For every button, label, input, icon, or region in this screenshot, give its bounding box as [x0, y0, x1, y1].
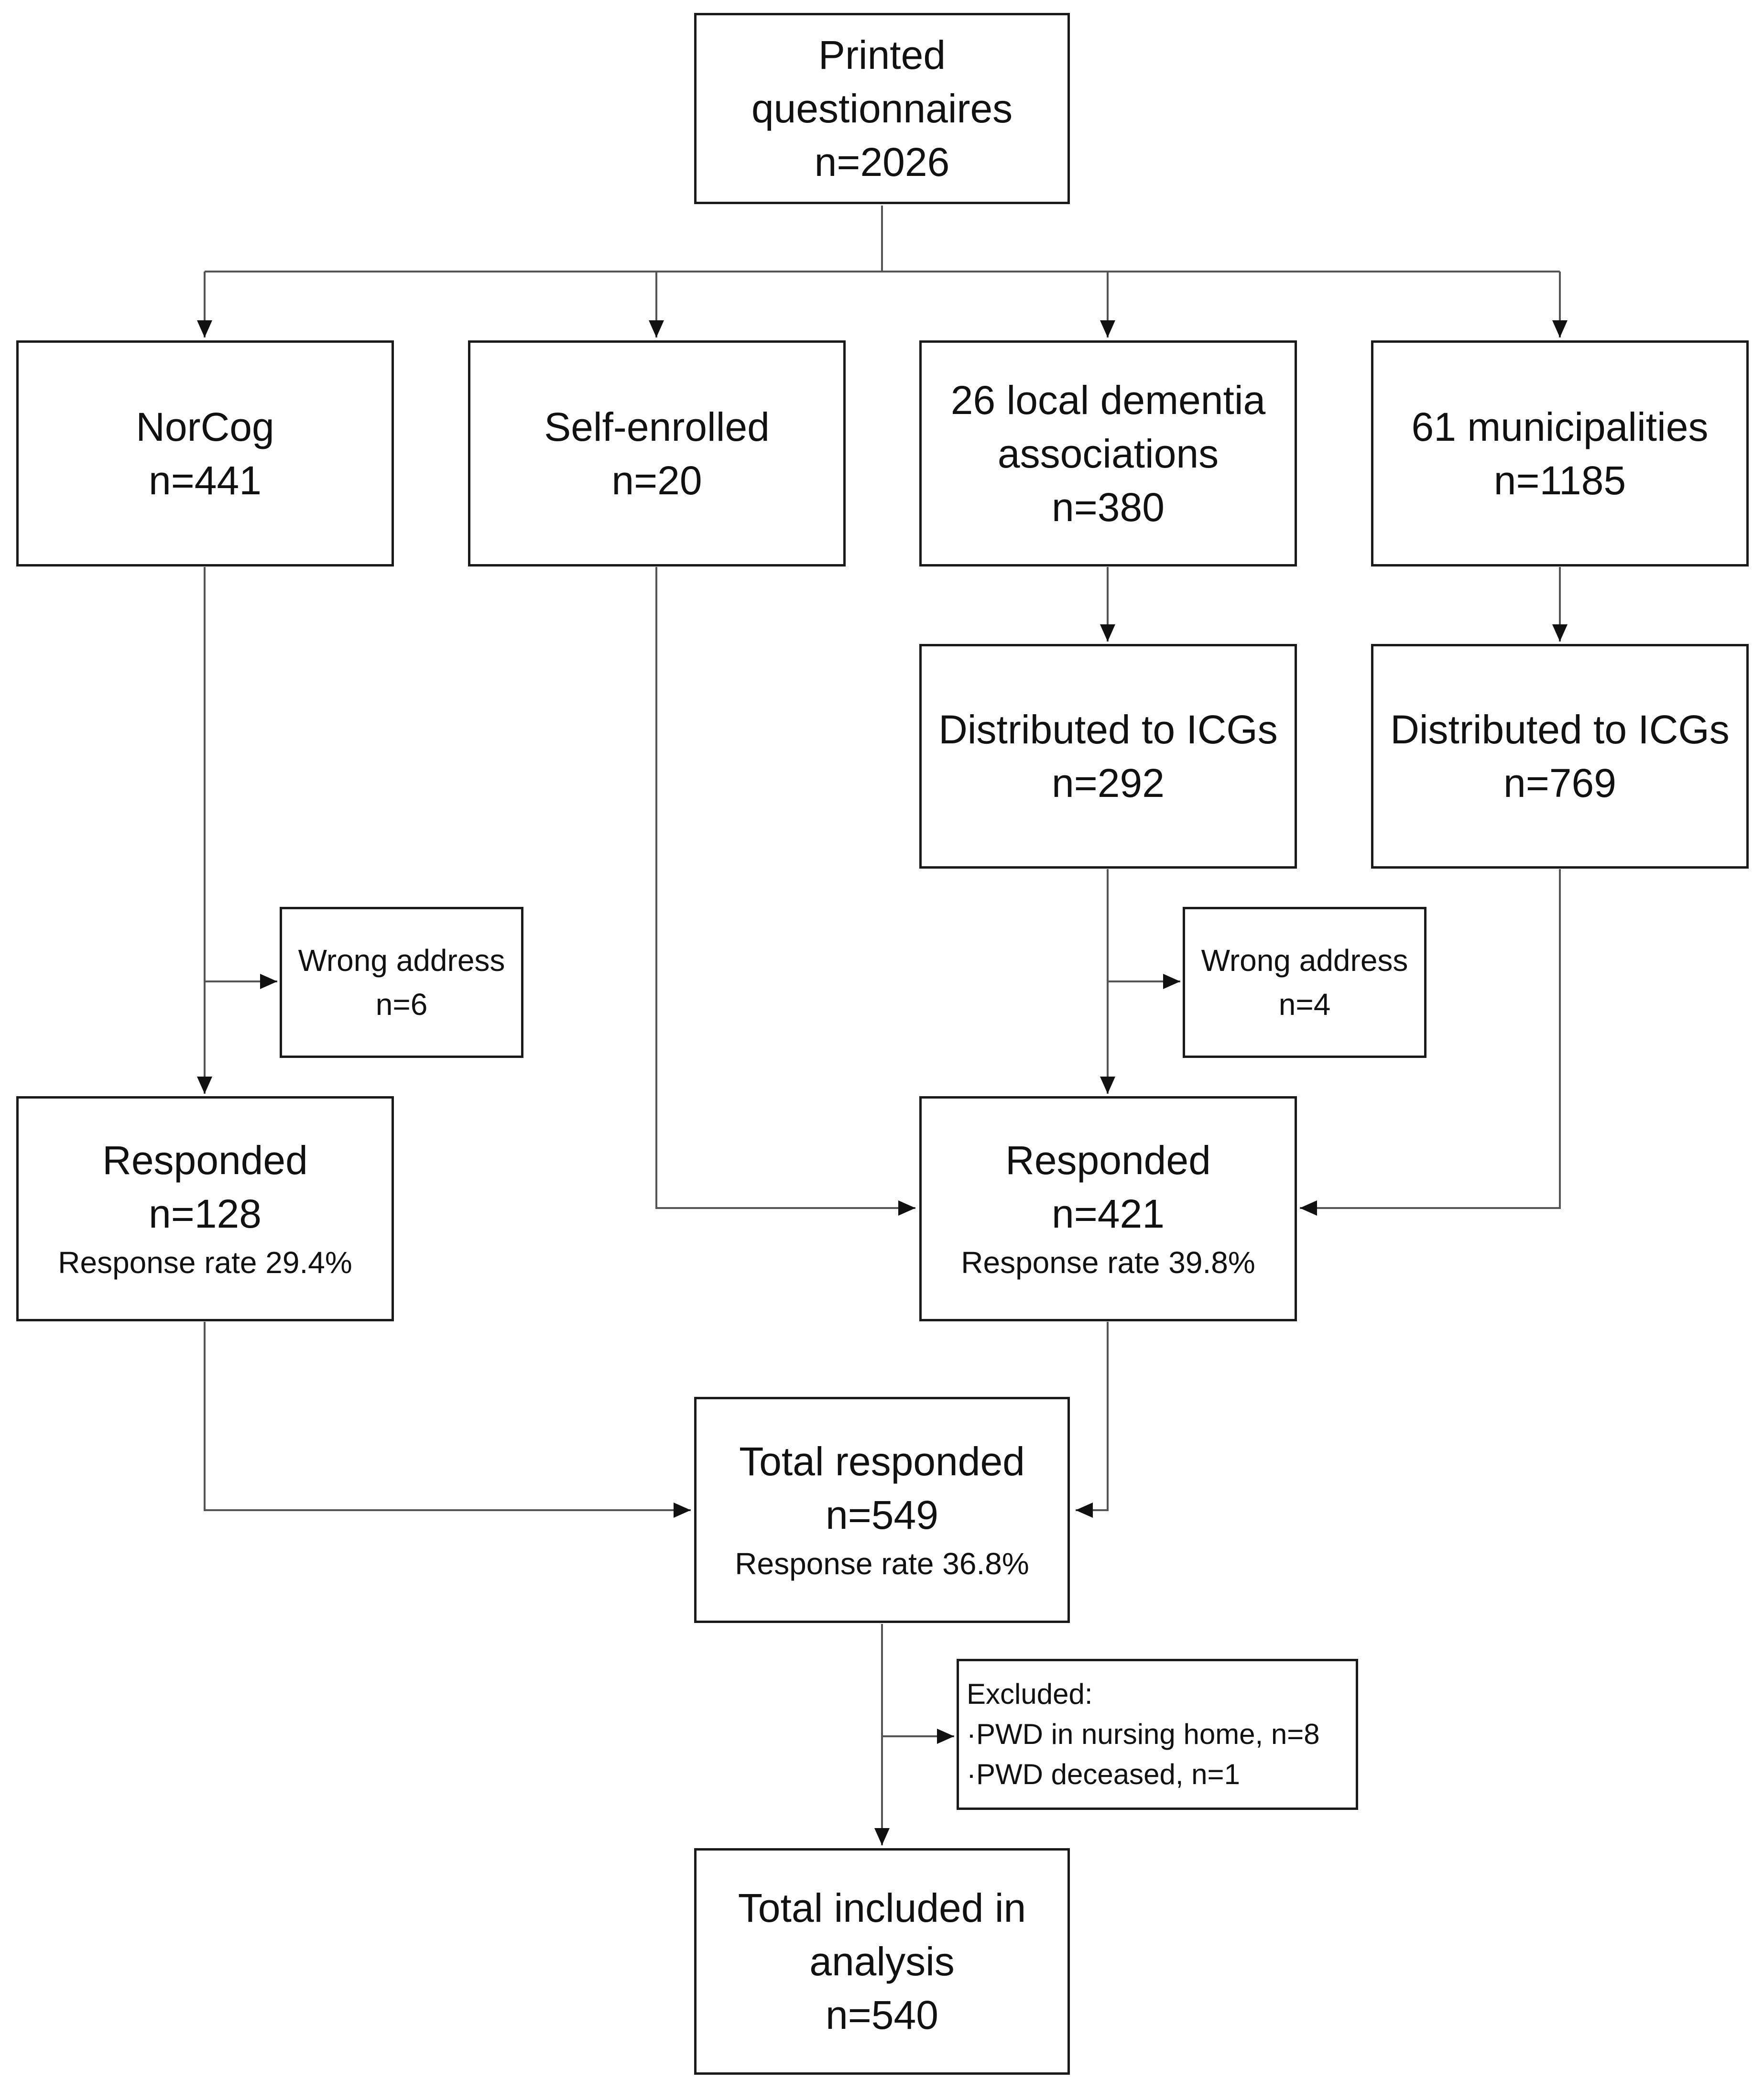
- municipalities-n: n=1185: [1493, 457, 1626, 503]
- wrong-address-assoc-n: n=4: [1278, 987, 1331, 1022]
- self-enrolled-n: n=20: [611, 457, 702, 503]
- excluded-item-nursing-home: ·PWD in nursing home, n=8: [967, 1718, 1320, 1750]
- norcog-n: n=441: [149, 457, 261, 503]
- printed-line2: questionnaires: [751, 86, 1013, 131]
- responded-norcog-label: Responded: [102, 1137, 308, 1183]
- total-included-line2: analysis: [809, 1939, 955, 1984]
- distributed-muni-name: Distributed to ICGs: [1390, 707, 1730, 752]
- excluded-item-deceased: ·PWD deceased, n=1: [967, 1758, 1240, 1790]
- responded-other-rate: Response rate 39.8%: [961, 1245, 1255, 1280]
- printed-line1: Printed: [818, 33, 946, 77]
- wrong-address-norcog-n: n=6: [375, 987, 428, 1022]
- box-total-included: Total included in analysis n=540: [694, 1848, 1070, 2075]
- responded-norcog-rate: Response rate 29.4%: [58, 1245, 352, 1280]
- box-total-responded: Total responded n=549 Response rate 36.8…: [694, 1397, 1070, 1623]
- box-responded-other: Responded n=421 Response rate 39.8%: [919, 1096, 1297, 1321]
- responded-norcog-n: n=128: [149, 1191, 261, 1236]
- excluded-title: Excluded:: [967, 1678, 1093, 1710]
- responded-other-label: Responded: [1005, 1137, 1211, 1183]
- box-local-dementia-associations: 26 local dementia associations n=380: [919, 340, 1297, 566]
- wrong-address-norcog-label: Wrong address: [298, 943, 505, 978]
- box-wrong-address-assoc: Wrong address n=4: [1183, 907, 1426, 1058]
- box-municipalities: 61 municipalities n=1185: [1371, 340, 1749, 566]
- total-included-line1: Total included in: [738, 1885, 1026, 1930]
- local-assoc-line2: associations: [997, 431, 1219, 476]
- local-assoc-line1: 26 local dementia: [950, 377, 1266, 423]
- total-responded-rate: Response rate 36.8%: [735, 1546, 1029, 1581]
- total-included-n: n=540: [826, 1993, 938, 2037]
- self-enrolled-name: Self-enrolled: [544, 404, 770, 449]
- distributed-assoc-name: Distributed to ICGs: [938, 707, 1278, 752]
- box-responded-norcog: Responded n=128 Response rate 29.4%: [16, 1096, 394, 1321]
- box-self-enrolled: Self-enrolled n=20: [468, 340, 846, 566]
- box-distributed-muni: Distributed to ICGs n=769: [1371, 644, 1749, 869]
- printed-n: n=2026: [814, 140, 950, 185]
- box-norcog: NorCog n=441: [16, 340, 394, 566]
- responded-other-n: n=421: [1052, 1191, 1165, 1236]
- distributed-assoc-n: n=292: [1052, 761, 1165, 806]
- arrow-muni-to-responded: [1300, 869, 1561, 1216]
- local-assoc-n: n=380: [1052, 484, 1165, 530]
- municipalities-name: 61 municipalities: [1411, 404, 1709, 449]
- arrow-self-enrolled-to-responded: [655, 567, 915, 1216]
- box-printed-questionnaires: Printed questionnaires n=2026: [694, 13, 1070, 204]
- box-excluded: Excluded: ·PWD in nursing home, n=8 ·PWD…: [957, 1659, 1358, 1810]
- arrow-norcog-resp-to-total: [204, 1322, 691, 1518]
- total-responded-label: Total responded: [739, 1438, 1025, 1484]
- box-distributed-assoc: Distributed to ICGs n=292: [919, 644, 1297, 869]
- total-responded-n: n=549: [826, 1492, 938, 1537]
- box-wrong-address-norcog: Wrong address n=6: [280, 907, 523, 1058]
- arrow-other-resp-to-total: [1076, 1322, 1109, 1518]
- wrong-address-assoc-label: Wrong address: [1201, 943, 1408, 978]
- distributed-muni-n: n=769: [1503, 761, 1616, 806]
- norcog-name: NorCog: [136, 404, 274, 449]
